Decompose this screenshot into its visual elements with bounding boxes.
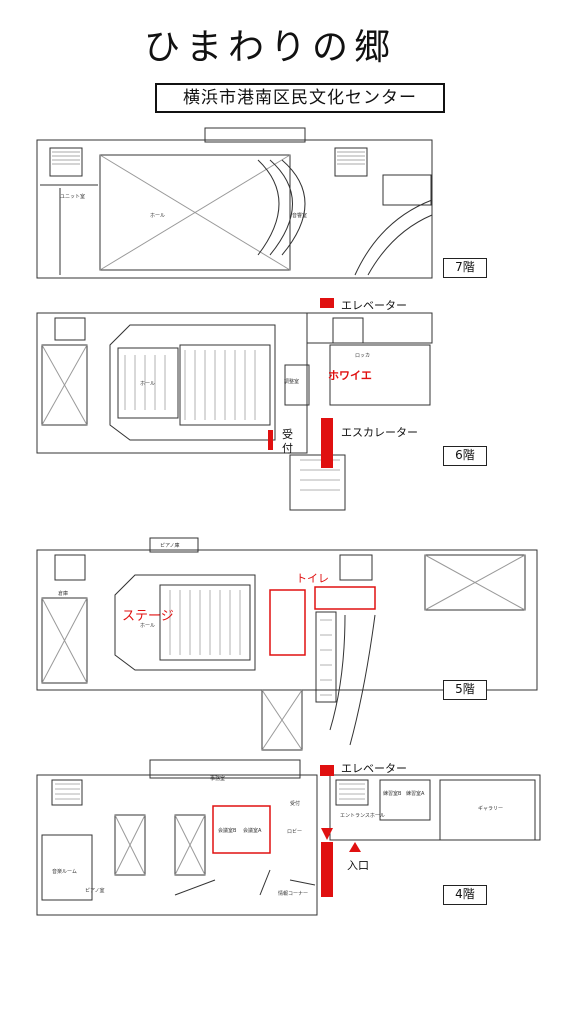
escalator-label: エスカレーター xyxy=(341,426,418,439)
room-meeting-a: 会議室A xyxy=(243,828,262,834)
reception-label: 受付 xyxy=(282,428,293,455)
room-piano-4f: ピアノ室 xyxy=(85,888,105,894)
toilet-outline-right xyxy=(314,586,376,610)
room-piano-5f: ピアノ庫 xyxy=(160,543,180,549)
floor-plan-7f xyxy=(36,127,433,279)
meeting-rooms-outline xyxy=(212,805,271,854)
reception-marker-6f xyxy=(268,430,273,450)
floor-plan-4f xyxy=(36,759,541,916)
toilet-outline-left xyxy=(269,589,306,656)
toilet-label: トイレ xyxy=(296,572,329,585)
entrance-marker xyxy=(349,842,361,852)
elevator-label-4f: エレベーター xyxy=(341,762,407,775)
elevator-label-6f: エレベーター xyxy=(341,299,407,312)
room-locker-6f: ロッカ xyxy=(355,353,371,359)
room-music: 音楽ルーム xyxy=(52,869,77,875)
escalator-marker-4f xyxy=(321,842,333,897)
room-hall-6f: ホール xyxy=(140,381,156,387)
highlight-markers xyxy=(212,298,376,897)
floor-tag-5f: 5階 xyxy=(443,680,487,700)
floor-plan-5f xyxy=(36,537,538,751)
room-reception-4f: 受付 xyxy=(290,801,301,807)
stage-label: ステージ xyxy=(122,609,174,624)
page-title: ひまわりの郷 xyxy=(143,27,396,68)
room-office-4f: 事務室 xyxy=(210,776,226,782)
elevator-marker-4f xyxy=(320,765,334,776)
floor-tag-4f: 4階 xyxy=(443,885,487,905)
escalator-marker-6f xyxy=(321,418,333,468)
room-info-corner: 情報コーナー xyxy=(278,891,309,897)
room-hall-7f: ホール xyxy=(150,213,166,219)
room-entrance-hall: エントランスホール xyxy=(340,813,385,819)
foyer-label: ホワイエ xyxy=(328,369,372,382)
room-practice-a: 練習室A xyxy=(406,791,425,797)
room-hall-5f: ホール xyxy=(140,623,156,629)
floor-tag-6f: 6階 xyxy=(443,446,487,466)
room-unit-7f: ユニット室 xyxy=(60,194,86,200)
room-practice-b: 練習室B xyxy=(383,791,402,797)
room-gallery: ギャラリー xyxy=(478,806,504,812)
elevator-marker-6f xyxy=(320,298,334,308)
room-control-6f: 調整室 xyxy=(284,379,300,385)
floor-tag-7f: 7階 xyxy=(443,258,487,278)
floor-plan-6f xyxy=(36,312,433,511)
facility-name: 横浜市港南区民文化センター xyxy=(155,83,445,113)
entrance-label: 入口 xyxy=(347,859,369,872)
room-lobby-4f: ロビー xyxy=(287,829,303,835)
direction-arrow xyxy=(321,828,333,840)
room-meeting-b: 会議室B xyxy=(218,828,237,834)
room-store-5f: 倉庫 xyxy=(58,591,69,597)
room-sound-7f: 音響室 xyxy=(292,213,308,219)
